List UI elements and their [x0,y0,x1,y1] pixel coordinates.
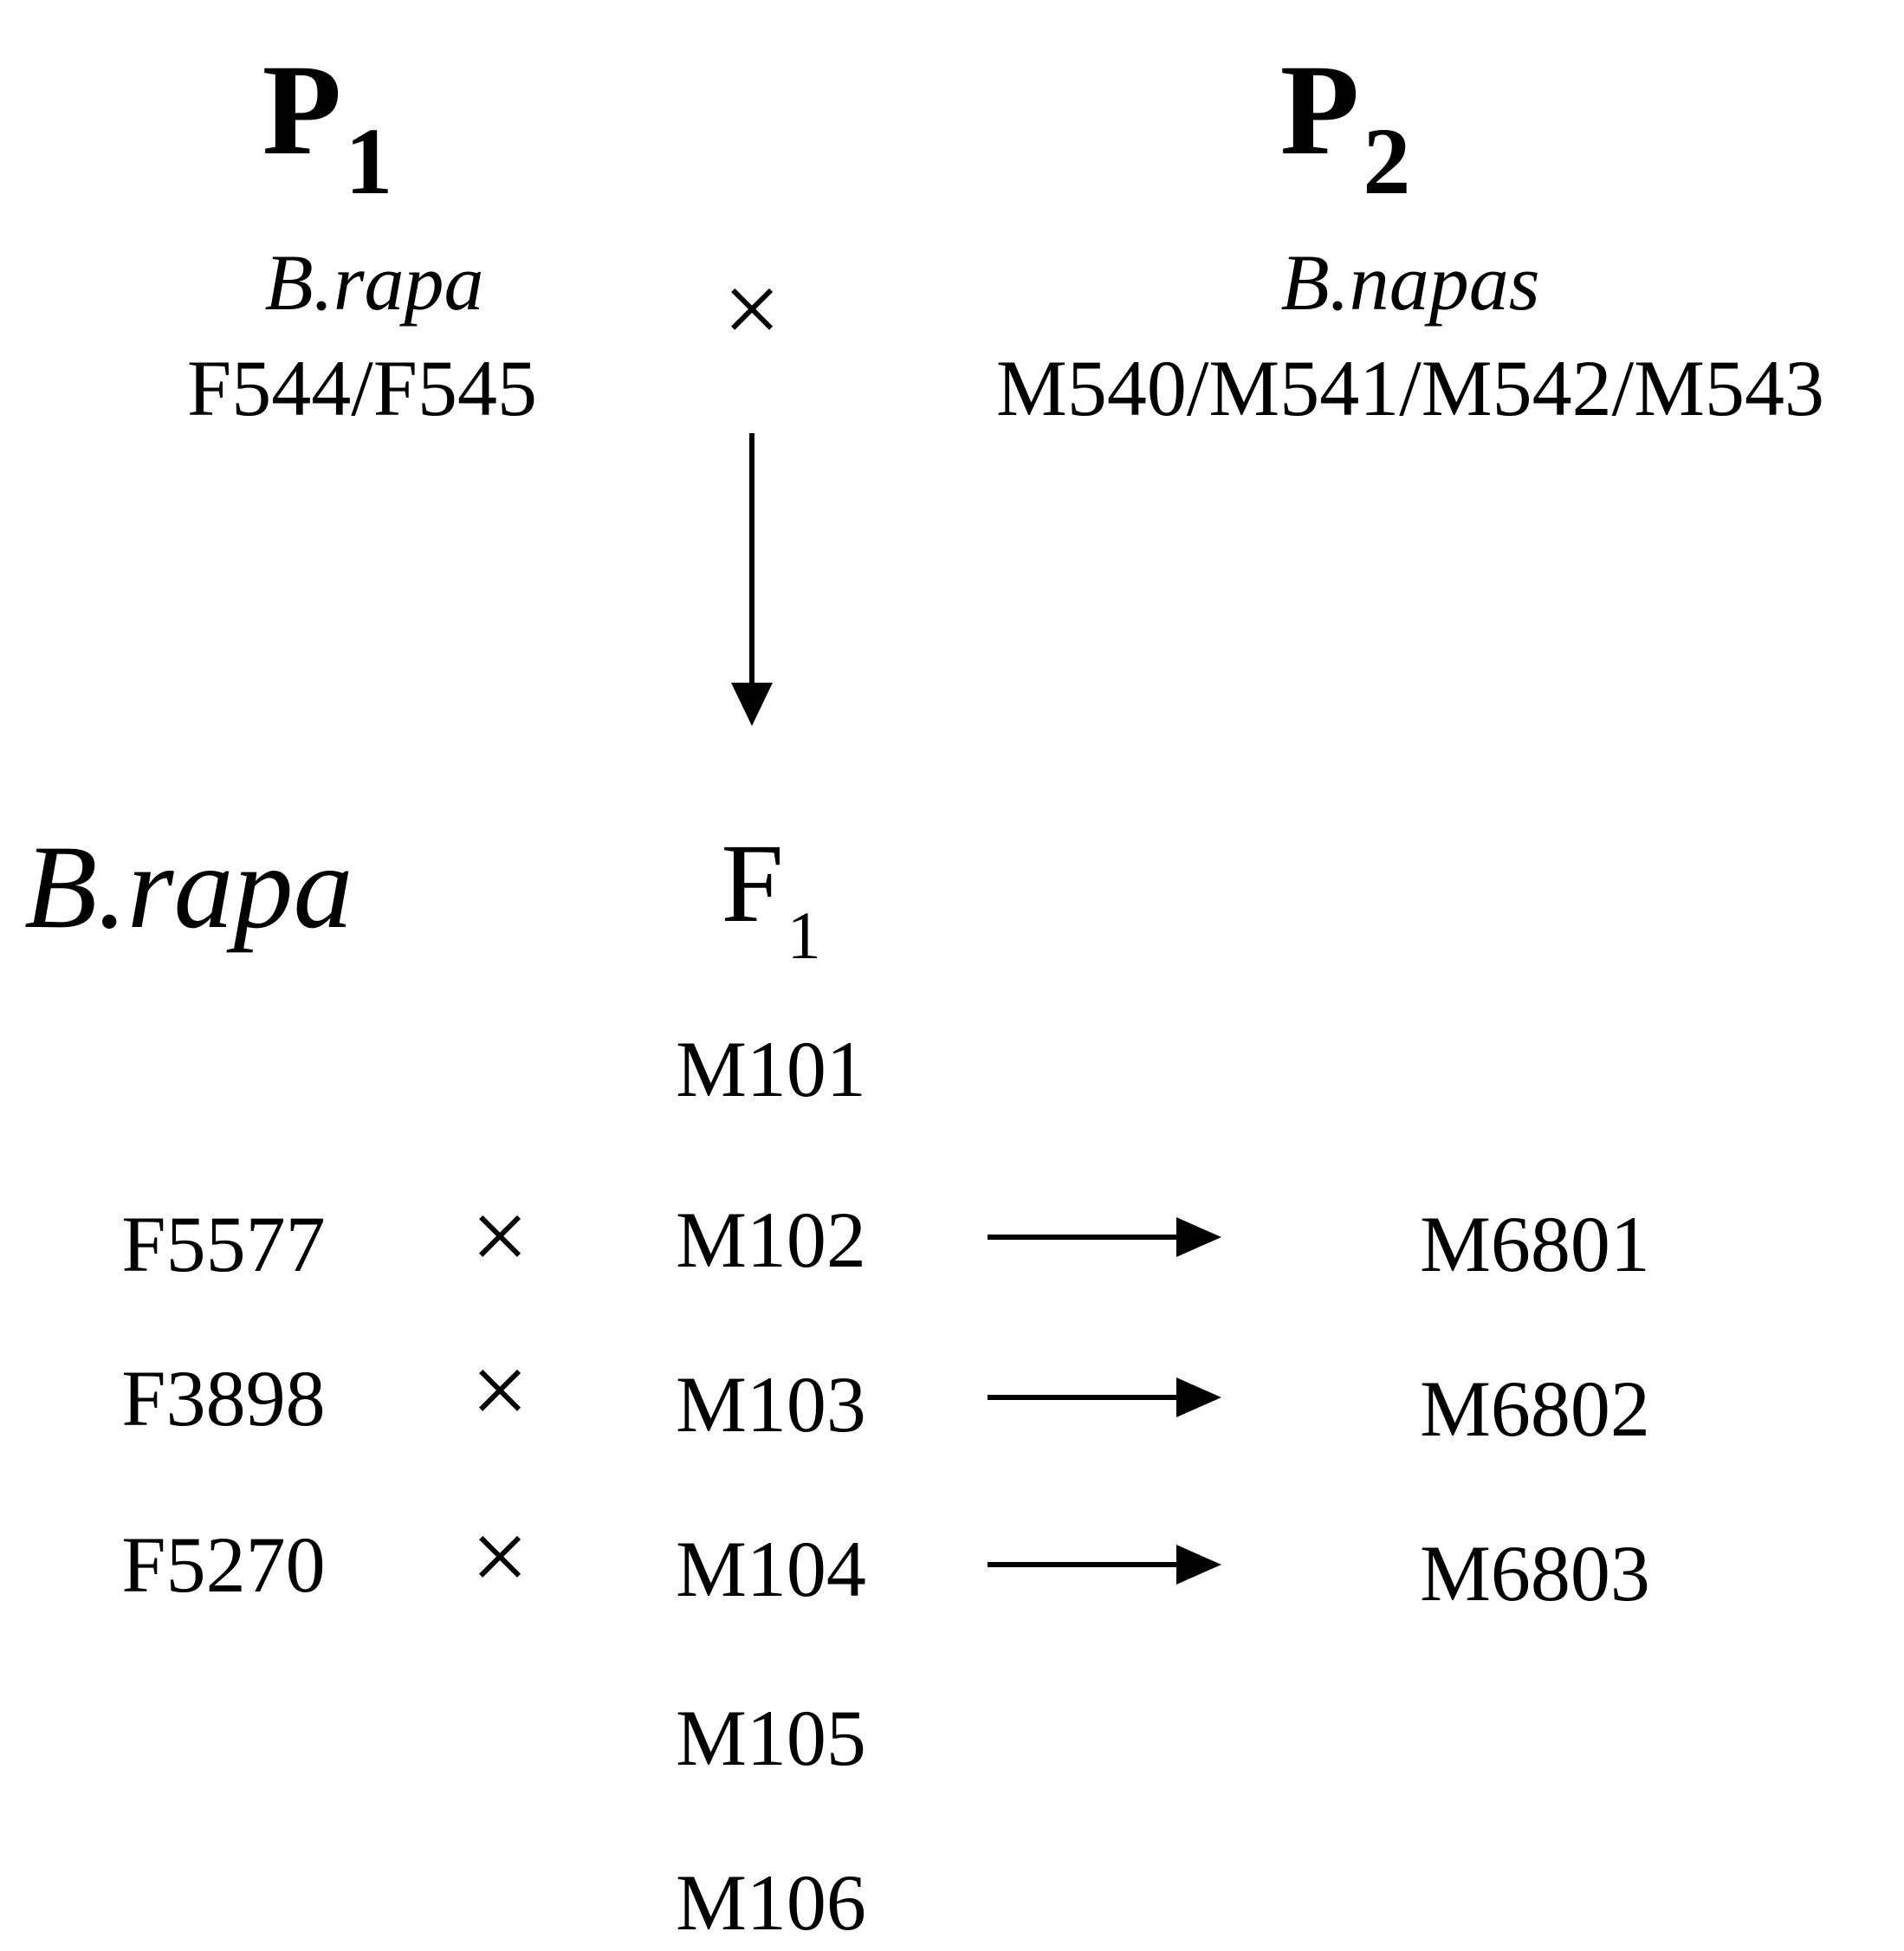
backcross-species: B.rapa [24,820,353,953]
f1-line: M105 [676,1694,866,1782]
p1-lines: F544/F545 [187,344,537,432]
f1-letter: F [721,821,784,946]
backcross-female: F5577 [121,1200,326,1288]
p2-lines: M540/M541/M542/M543 [996,344,1824,432]
f1-line: M102 [676,1196,866,1284]
down-arrow [731,433,773,726]
backcross-cross-symbol: × [470,1333,529,1447]
right-arrow-2 [988,1377,1221,1417]
f1-line: M103 [676,1360,866,1449]
p2-species: B.napas [1280,238,1540,327]
p1-label: P1 [262,45,393,209]
backcross-cross-symbol: × [470,1179,529,1293]
backcross-result: M6802 [1420,1364,1650,1453]
right-arrow-3 [988,1545,1221,1585]
f1-label: F1 [721,827,820,969]
p2-subscript: 2 [1363,108,1411,215]
backcross-female: F3898 [121,1354,326,1442]
backcross-result: M6803 [1420,1529,1650,1617]
backcross-cross-symbol: × [470,1500,529,1613]
p2-label: P2 [1280,45,1411,209]
f1-line: M101 [676,1025,866,1113]
parent-cross-symbol: × [722,252,781,366]
f1-line: M104 [676,1525,866,1613]
f1-line: M106 [676,1858,866,1947]
p1-subscript: 1 [345,108,393,215]
p1-letter: P [262,38,342,182]
right-arrow-1 [988,1217,1221,1257]
p2-letter: P [1279,38,1360,182]
f1-subscript: 1 [787,897,821,973]
backcross-female: F5270 [121,1520,326,1609]
backcross-result: M6801 [1420,1200,1650,1288]
p1-species: B.rapa [264,238,484,327]
